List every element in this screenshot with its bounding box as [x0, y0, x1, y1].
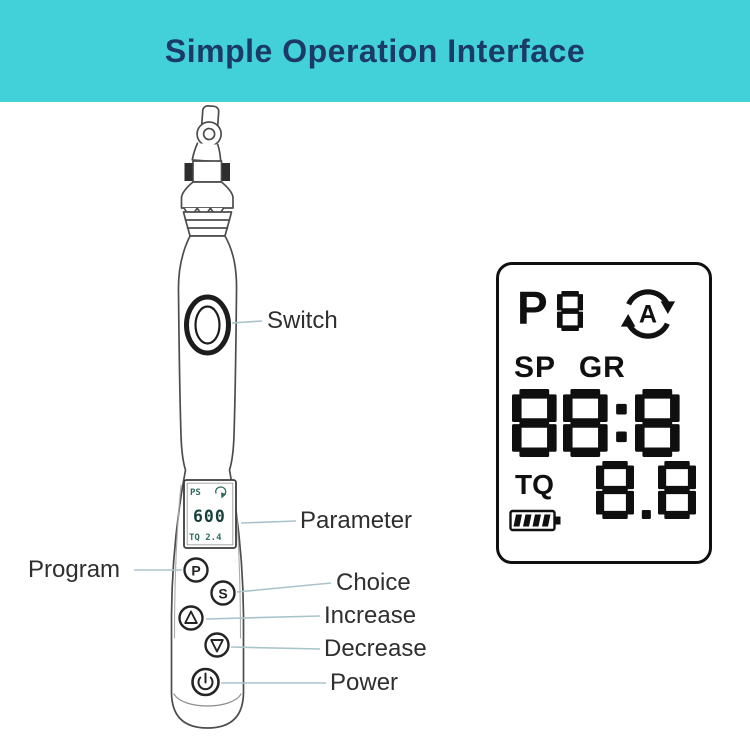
- label-parameter: Parameter: [300, 507, 413, 534]
- svg-text:P: P: [191, 563, 200, 579]
- label-decrease: Decrease: [324, 635, 427, 662]
- lcd-mode-labels: SP GR: [514, 351, 626, 384]
- device-screen-mode: PS: [190, 488, 201, 498]
- handpiece-illustration: PS 600 TQ 2.4 P S: [170, 105, 245, 729]
- auto-reverse-icon: A: [620, 289, 676, 339]
- label-power: Power: [330, 669, 399, 696]
- down-triangle-icon: [210, 639, 224, 653]
- latch-left-icon: [184, 163, 193, 181]
- device-screen: PS 600 TQ 2.4: [183, 479, 237, 549]
- battery-icon: [509, 509, 561, 532]
- latch-right-icon: [222, 163, 230, 181]
- label-switch: Switch: [267, 307, 338, 334]
- lcd-auto-reverse: A: [617, 283, 679, 350]
- lcd-program-letter: P: [517, 282, 548, 334]
- svg-text:A: A: [639, 301, 657, 329]
- page-title: Simple Operation Interface: [164, 32, 586, 69]
- program-button: P: [183, 557, 209, 583]
- svg-text:S: S: [218, 586, 227, 602]
- label-choice: Choice: [336, 569, 411, 596]
- lcd-program-digit: [557, 291, 587, 331]
- up-triangle-icon: [184, 610, 198, 624]
- label-increase: Increase: [324, 602, 417, 629]
- decrease-button: [204, 632, 230, 658]
- power-icon: [197, 672, 214, 691]
- lcd-display-panel: P A SP GR TQ: [496, 262, 712, 564]
- increase-button: [178, 605, 204, 631]
- label-program: Program: [28, 556, 121, 583]
- lcd-main-display: [512, 389, 686, 457]
- switch-button: [184, 294, 231, 356]
- device-screen-speed: 600: [193, 507, 226, 526]
- device-screen-torque: TQ 2.4: [189, 533, 222, 543]
- lcd-torque-value: [596, 461, 701, 519]
- lcd-torque-label: TQ: [515, 469, 554, 500]
- title-banner: Simple Operation Interface: [0, 0, 750, 102]
- handpiece-head-icon: [191, 105, 222, 163]
- choice-button: S: [210, 580, 236, 606]
- power-button: [191, 667, 220, 697]
